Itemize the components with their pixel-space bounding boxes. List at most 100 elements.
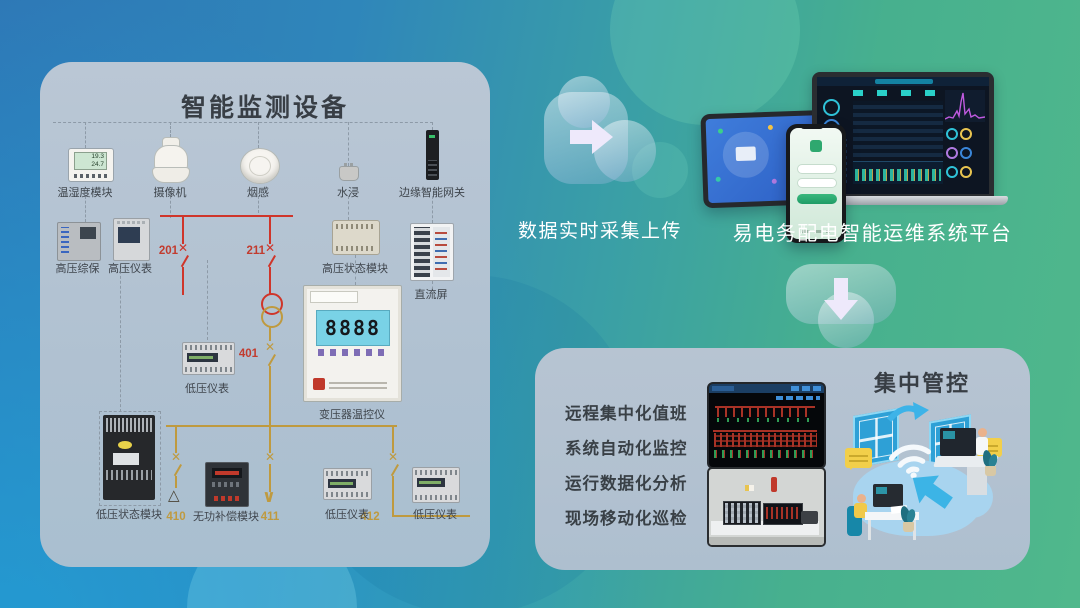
camera-device [152, 137, 190, 183]
feeder-412-line [392, 515, 470, 518]
feeder-201-line [181, 216, 185, 244]
digit-display: 8888 [316, 310, 390, 346]
dashed-connector [348, 196, 349, 220]
breaker-symbol-410 [169, 450, 183, 464]
switch-symbol-410 [173, 464, 182, 477]
down-arrow-icon [824, 300, 858, 337]
transformer-secondary-winding [261, 306, 283, 328]
dashed-connector [170, 196, 171, 218]
cabinet-column [414, 227, 430, 277]
operator-person [978, 428, 987, 437]
scada-feeders [714, 433, 817, 447]
scada-screenshot [707, 382, 826, 469]
device-sticker [113, 453, 139, 465]
hv-bus-line [160, 214, 293, 217]
dashed-connector [85, 196, 86, 222]
scada-busline [713, 430, 817, 432]
led-column [61, 227, 69, 253]
area-chart [853, 161, 943, 184]
dashed-connector [207, 260, 208, 340]
scada-feeders [717, 418, 813, 422]
feature-item: 远程集中化值班 [565, 405, 688, 423]
dashed-connector [432, 281, 433, 295]
status-dot [717, 128, 724, 134]
phone-screen [790, 128, 842, 239]
scada-feeders [714, 450, 817, 458]
hv-meter-device [113, 218, 150, 261]
login-button [797, 194, 837, 204]
switch-symbol-211 [267, 255, 276, 268]
device-label: 低压仪表 [185, 383, 229, 395]
device-label: 烟感 [247, 187, 269, 199]
right-arrow-icon [570, 130, 592, 144]
wall-signs [745, 485, 754, 491]
scada-busline [715, 406, 815, 408]
plant-pot [985, 466, 996, 476]
edge-gateway-device [426, 130, 439, 180]
delta-load-symbol [168, 488, 180, 503]
device-label: 温湿度模块 [57, 187, 113, 199]
desk-leg [868, 520, 871, 540]
label-lines [329, 379, 387, 389]
brand-logo [313, 378, 325, 390]
footer-lines [802, 230, 830, 233]
feeder-410-line [174, 476, 178, 488]
reactive-compensation-device [205, 462, 249, 507]
laptop-base [798, 196, 1008, 205]
feeder-211-line [268, 216, 272, 244]
feature-item: 运行数据化分析 [565, 475, 688, 493]
feeder-412-line [391, 476, 395, 517]
button-row [212, 482, 242, 487]
dashed-connector [348, 122, 349, 166]
device-screen [80, 227, 96, 239]
download-cloud-shape [786, 258, 904, 354]
gauge-grid [945, 127, 985, 178]
camera-base [152, 167, 190, 183]
password-input [797, 178, 837, 188]
fire-extinguisher [771, 477, 777, 492]
breaker-label-211: 211 [246, 245, 265, 257]
status-dot [715, 176, 721, 182]
phone-notch [800, 124, 824, 129]
lv-feeder-line [268, 326, 272, 341]
decor-circle [632, 142, 688, 198]
device-label: 高压综保 [55, 263, 100, 275]
scada-monitor [763, 503, 803, 525]
feeder-411-line [268, 425, 272, 453]
feature-item: 现场移动化巡检 [565, 510, 688, 528]
device-label: 高压仪表 [108, 263, 152, 275]
device-screen [328, 479, 357, 488]
control-room-photo [707, 467, 826, 547]
smoke-detector-device [240, 148, 280, 184]
status-dot [771, 178, 777, 184]
device-label: 高压状态模块 [322, 263, 388, 275]
dashed-connector [258, 122, 259, 148]
device-label: 摄像机 [153, 187, 187, 199]
gauge-ring [823, 99, 840, 116]
breaker-label-201: 201 [158, 245, 178, 257]
desk-front [709, 537, 824, 545]
upload-caption: 数据实时采集上传 [517, 221, 682, 242]
cabinet-column [433, 227, 450, 277]
button-row [318, 349, 386, 356]
feeder-411-line [268, 464, 272, 492]
status-dot [767, 124, 773, 130]
feeder-211-line [268, 267, 272, 294]
plant-pot [903, 522, 914, 532]
feature-item: 系统自动化监控 [565, 440, 688, 458]
desk-leg [913, 520, 916, 540]
device-sticker [310, 291, 358, 303]
lv-meter-device [412, 467, 460, 503]
dashed-connector [432, 196, 433, 223]
wifi-icon [881, 428, 938, 482]
down-arrow-icon [834, 278, 848, 300]
right-arrow-icon [592, 120, 630, 154]
device-label: 低压仪表 [413, 509, 457, 521]
dashed-connector [170, 122, 171, 137]
monitoring-devices-panel: 智能监测设备 201 211 [40, 62, 490, 567]
feeder-201-line [181, 267, 185, 295]
dashed-connector [85, 122, 86, 148]
scada-toolbar [776, 396, 820, 400]
led-row [214, 496, 242, 501]
